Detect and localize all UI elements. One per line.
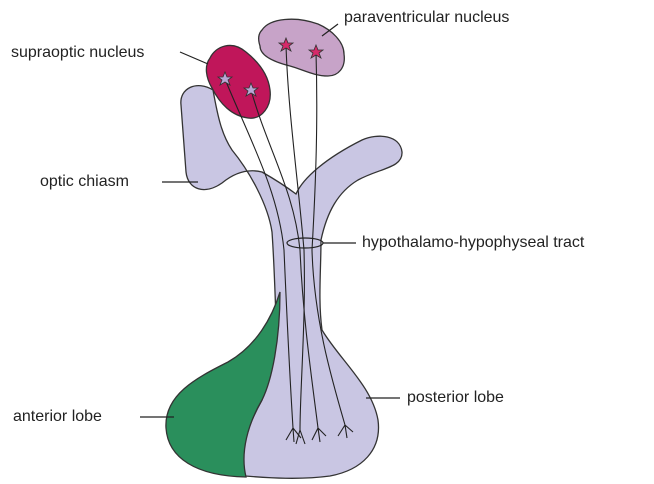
label-paraventricular-nucleus: paraventricular nucleus [344,9,509,27]
leader-supraoptic [180,52,208,64]
label-anterior-lobe: anterior lobe [13,408,102,426]
label-supraoptic-nucleus: supraoptic nucleus [11,44,144,62]
label-hypothalamo-hypophyseal-tract: hypothalamo-hypophyseal tract [362,234,584,252]
label-posterior-lobe: posterior lobe [407,389,504,407]
paraventricular-nucleus-body [259,19,345,76]
label-optic-chiasm: optic chiasm [40,173,129,191]
